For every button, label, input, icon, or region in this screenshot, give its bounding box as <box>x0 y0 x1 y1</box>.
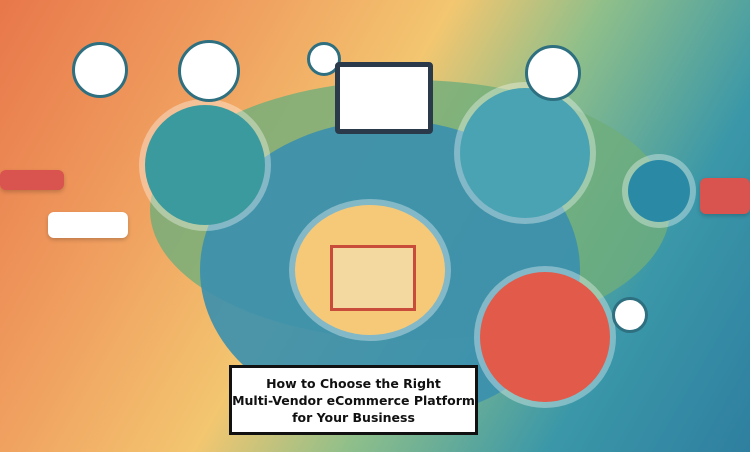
info-card-red-right <box>700 178 750 214</box>
store-icon <box>330 245 416 311</box>
info-card <box>48 212 128 238</box>
badge-circle <box>628 160 690 222</box>
title-line-3: for Your Business <box>292 409 415 425</box>
title-line-1: How to Choose the Right <box>266 375 441 391</box>
title-line-2: Multi-Vendor eCommerce Platform <box>232 392 475 408</box>
hand-icon <box>612 297 648 333</box>
monitor-icon <box>335 62 433 134</box>
marketplace-circle <box>480 272 610 402</box>
security-circle <box>145 105 265 225</box>
shop-circle <box>460 88 590 218</box>
shield-icon <box>525 45 581 101</box>
article-title-box: How to Choose the Right Multi-Vendor eCo… <box>229 365 478 435</box>
lock-icon <box>178 40 240 102</box>
building-icon <box>72 42 128 98</box>
info-card-red <box>0 170 64 190</box>
